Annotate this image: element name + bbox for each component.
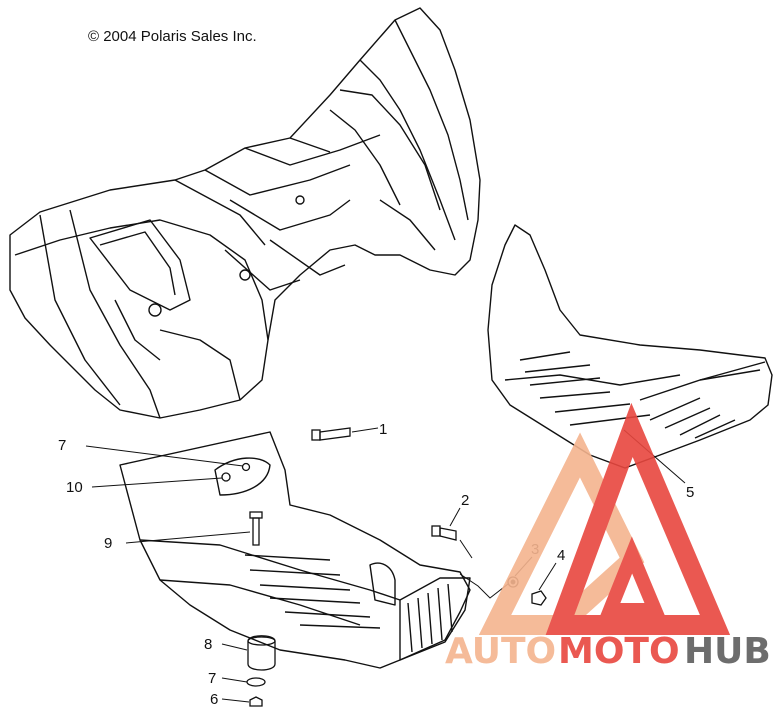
callout-2: 2: [461, 492, 469, 509]
callout-1: 1: [379, 421, 387, 438]
grommet-part-8: [247, 635, 276, 671]
callout-9: 9: [104, 535, 112, 552]
bolt-part-1: [311, 427, 351, 441]
callout-6: 6: [210, 691, 218, 708]
right-footwell: [487, 224, 773, 469]
watermark-text-hub: HUB: [684, 631, 771, 672]
callout-7-lower: 7: [208, 670, 216, 687]
washer-part-7: [246, 677, 266, 687]
bolt-part-9: [249, 511, 263, 546]
callout-labels: 1 2 3 4 5 6 7 7 8 9 10: [58, 421, 694, 708]
watermark-text-auto: AUTO: [445, 631, 556, 672]
left-footwell: [119, 431, 471, 669]
nut-part-6: [249, 696, 263, 707]
callout-4: 4: [557, 547, 565, 564]
watermark-triangle-red: [545, 402, 731, 635]
leader-lines: [85, 427, 686, 703]
automotohub-watermark: AUTO MOTO HUB: [445, 402, 771, 672]
watermark-text-moto: MOTO: [558, 631, 680, 672]
callout-8: 8: [204, 636, 212, 653]
callout-5: 5: [686, 484, 694, 501]
copyright-notice: © 2004 Polaris Sales Inc.: [88, 28, 257, 45]
callout-7-upper: 7: [58, 437, 66, 454]
bolt-part-2: [431, 525, 457, 541]
rear-fender-body: [9, 7, 481, 419]
nut-part-4: [531, 590, 547, 606]
callout-10: 10: [66, 479, 83, 496]
